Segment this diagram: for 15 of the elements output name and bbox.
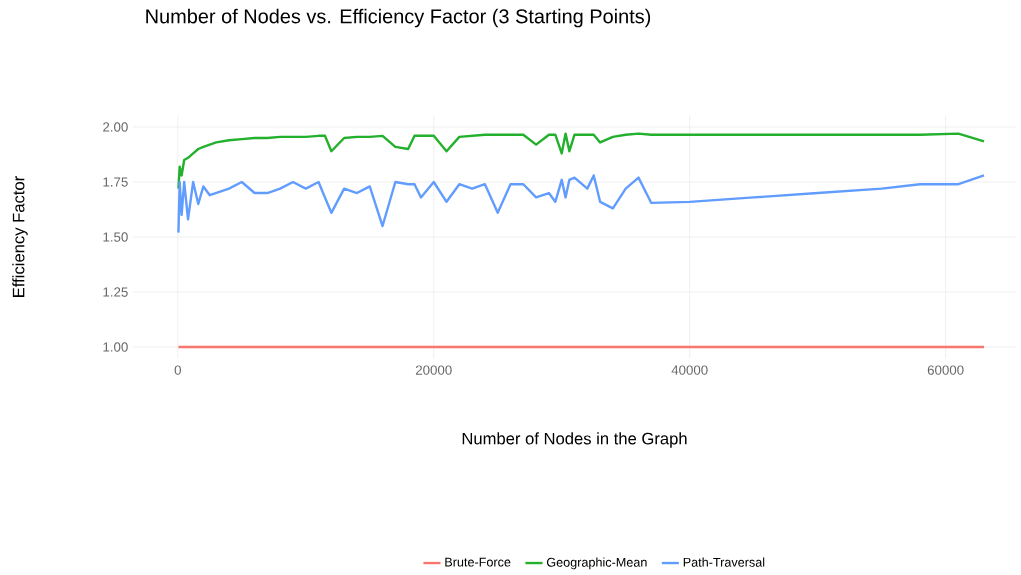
x-tick-label: 0 (174, 365, 181, 375)
legend-label: Path-Traversal (683, 557, 765, 567)
y-tick-label: 1.00 (103, 342, 128, 352)
legend-label: Geographic-Mean (546, 557, 647, 570)
legend-label: Brute-Force (445, 557, 511, 567)
y-tick-label: 1.75 (103, 177, 128, 187)
chart-title: Number of Nodes vs. Efficiency Factor (3 Starting Points) (146, 8, 651, 28)
y-tick-label: 1.25 (103, 287, 128, 297)
y-tick-label: 1.50 (103, 232, 128, 242)
x-tick-label: 40000 (671, 365, 708, 375)
y-tick-label: 2.00 (103, 122, 128, 132)
x-tick-label: 60000 (927, 365, 964, 375)
y-axis-title: Efficiency Factor (12, 176, 28, 297)
x-axis-title: Number of Nodes in the Graph (462, 432, 687, 448)
x-tick-label: 20000 (415, 365, 452, 375)
